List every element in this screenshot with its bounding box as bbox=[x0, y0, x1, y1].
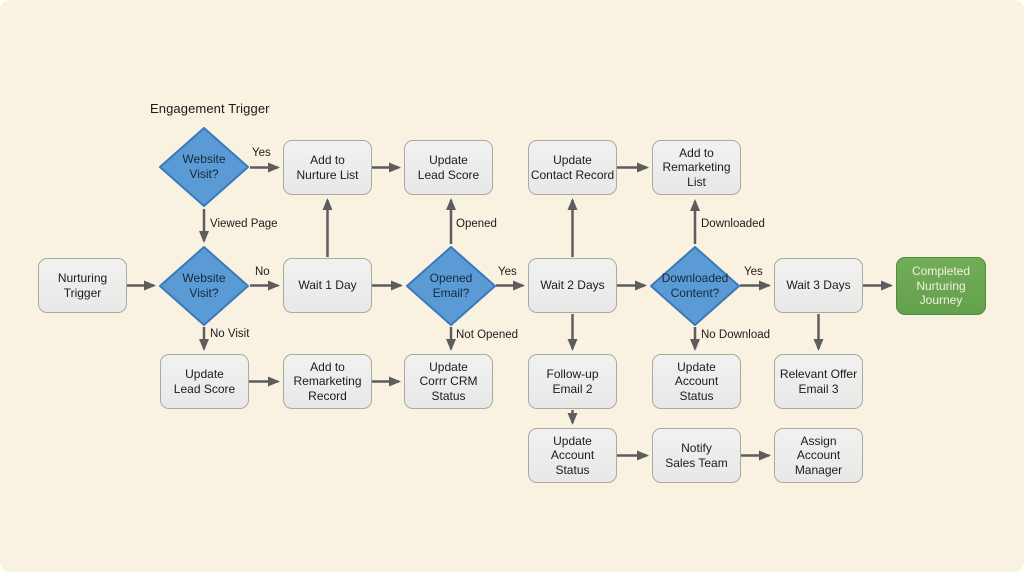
node-label: Update Corrr CRM Status bbox=[419, 359, 478, 403]
node-add-to-remarketing-record: Add to Remarketing Record bbox=[283, 354, 372, 409]
node-label: Update Lead Score bbox=[173, 366, 236, 396]
node-label: Follow-up Email 2 bbox=[546, 366, 599, 396]
edge-label-yes-downloaded: Yes bbox=[744, 266, 763, 278]
node-label: Update Account Status bbox=[674, 359, 719, 403]
node-nurturing-trigger: Nurturing Trigger bbox=[38, 258, 127, 313]
node-label: Wait 1 Day bbox=[298, 278, 357, 293]
node-add-to-remarketing-list: Add to Remarketing List bbox=[652, 140, 741, 195]
node-opened-email: Opened Email? bbox=[406, 245, 496, 326]
node-wait-3-days: Wait 3 Days bbox=[774, 258, 863, 313]
node-label: Assign Account Manager bbox=[794, 433, 843, 477]
node-label: Completed Nurturing Journey bbox=[911, 264, 971, 308]
node-update-account-status-bottom: Update Account Status bbox=[528, 428, 617, 483]
edge-label-not-opened: Not Opened bbox=[456, 329, 519, 341]
node-completed-nurturing-journey: Completed Nurturing Journey bbox=[896, 257, 986, 315]
node-update-account-status-mid: Update Account Status bbox=[652, 354, 741, 409]
diamond-icon bbox=[650, 245, 740, 326]
node-label: Nurturing Trigger bbox=[57, 270, 108, 300]
node-wait-1-day: Wait 1 Day bbox=[283, 258, 372, 313]
node-label: Update Account Status bbox=[550, 433, 595, 477]
node-label: Downloaded Content? bbox=[661, 270, 729, 300]
node-label: Add to Remarketing Record bbox=[293, 359, 362, 403]
edge-label-downloaded: Downloaded bbox=[701, 218, 765, 230]
node-label: Website Visit? bbox=[182, 270, 226, 300]
node-notify-sales-team: Notify Sales Team bbox=[652, 428, 741, 483]
node-label: Wait 2 Days bbox=[540, 278, 605, 293]
node-label: Relevant Offer Email 3 bbox=[779, 366, 858, 396]
node-website-visit-1: Website Visit? bbox=[159, 127, 249, 207]
edge-label-no: No bbox=[255, 266, 270, 278]
node-label: Add to Nurture List bbox=[296, 152, 359, 182]
edge-label-yes-website-visit: Yes bbox=[252, 147, 271, 159]
node-label: Update Contact Record bbox=[530, 152, 615, 182]
diamond-icon bbox=[159, 127, 249, 207]
node-follow-up-email-2: Follow-up Email 2 bbox=[528, 354, 617, 409]
node-label: Add to Remarketing List bbox=[662, 145, 731, 189]
node-relevant-offer-email-3: Relevant Offer Email 3 bbox=[774, 354, 863, 409]
diagram-title: Engagement Trigger bbox=[150, 101, 270, 116]
node-label: Notify Sales Team bbox=[665, 440, 728, 470]
node-label: Website Visit? bbox=[182, 152, 226, 181]
node-label: Wait 3 Days bbox=[786, 278, 851, 293]
node-update-lead-score-top: Update Lead Score bbox=[404, 140, 493, 195]
edge-label-opened: Opened bbox=[456, 218, 497, 230]
node-website-visit-2: Website Visit? bbox=[159, 245, 249, 326]
node-assign-account-manager: Assign Account Manager bbox=[774, 428, 863, 483]
node-wait-2-days: Wait 2 Days bbox=[528, 258, 617, 313]
node-add-to-nurture-list: Add to Nurture List bbox=[283, 140, 372, 195]
edge-label-viewed-page: Viewed Page bbox=[210, 218, 278, 230]
edge-label-no-download: No Download bbox=[701, 329, 771, 341]
edge-label-no-visit: No Visit bbox=[210, 328, 250, 340]
node-update-contact-record: Update Contact Record bbox=[528, 140, 617, 195]
node-label: Update Lead Score bbox=[417, 152, 480, 182]
node-downloaded-content: Downloaded Content? bbox=[650, 245, 740, 326]
diamond-icon bbox=[159, 245, 249, 326]
node-update-lead-score-bottom: Update Lead Score bbox=[160, 354, 249, 409]
node-label: Opened Email? bbox=[429, 270, 473, 300]
diamond-icon bbox=[406, 245, 496, 326]
node-update-corrr-crm-status: Update Corrr CRM Status bbox=[404, 354, 493, 409]
edge-label-yes-opened-email: Yes bbox=[498, 266, 517, 278]
